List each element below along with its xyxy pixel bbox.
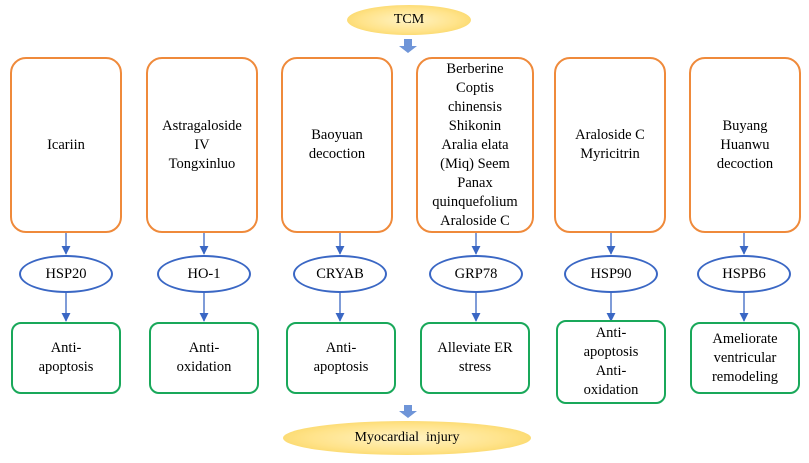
effect-label: Alleviate ER stress — [437, 340, 513, 375]
effect-box-col2: Anti- oxidation — [149, 322, 259, 394]
compound-box-baoyuan: Baoyuan decoction — [281, 57, 393, 233]
effect-box-col3: Anti- apoptosis — [286, 322, 396, 394]
top-down-arrow-icon — [399, 39, 417, 53]
compound-label: Astragaloside IV Tongxinluo — [162, 117, 242, 172]
compound-box-berberine: Berberine Coptis chinensis Shikonin Aral… — [416, 57, 534, 233]
protein-node-cryab: CRYAB — [293, 255, 387, 293]
protein-label: HSP90 — [590, 265, 632, 282]
effect-box-col1: Anti- apoptosis — [11, 322, 121, 394]
protein-label: CRYAB — [316, 265, 364, 282]
protein-node-ho1: HO-1 — [157, 255, 251, 293]
compound-box-astragaloside: Astragaloside IV Tongxinluo — [146, 57, 258, 233]
compound-box-icariin: Icariin — [10, 57, 122, 233]
effect-label: Anti- apoptosis — [313, 340, 369, 375]
effect-label: Anti- oxidation — [176, 340, 232, 375]
effect-box-col5: Anti- apoptosis Anti- oxidation — [556, 320, 666, 404]
effect-label: Ameliorate ventricular remodeling — [711, 330, 779, 385]
effect-label: Anti- apoptosis Anti- oxidation — [583, 325, 639, 398]
effect-box-col4: Alleviate ER stress — [420, 322, 530, 394]
tcm-label: TCM — [393, 12, 425, 27]
compound-label: Baoyuan decoction — [308, 127, 366, 162]
protein-node-grp78: GRP78 — [429, 255, 523, 293]
myocardial-injury-node: Myocardial injury — [283, 421, 531, 455]
compound-label: Berberine Coptis chinensis Shikonin Aral… — [432, 60, 518, 229]
compound-label: Icariin — [47, 136, 85, 153]
tcm-node: TCM — [347, 5, 471, 35]
protein-node-hsp90: HSP90 — [564, 255, 658, 293]
compound-box-buyang: Buyang Huanwu decoction — [689, 57, 801, 233]
protein-node-hspb6: HSPB6 — [697, 255, 791, 293]
myocardial-injury-label: Myocardial injury — [354, 430, 460, 445]
protein-label: HO-1 — [187, 265, 221, 282]
compound-label: Buyang Huanwu decoction — [716, 117, 774, 172]
bottom-down-arrow-icon — [399, 405, 417, 418]
compound-box-araloside: Araloside C Myricitrin — [554, 57, 666, 233]
compound-label: Araloside C Myricitrin — [575, 127, 645, 162]
effect-label: Anti- apoptosis — [38, 340, 94, 375]
protein-node-hsp20: HSP20 — [19, 255, 113, 293]
effect-box-col6: Ameliorate ventricular remodeling — [690, 322, 800, 394]
protein-label: HSP20 — [45, 265, 87, 282]
protein-label: HSPB6 — [722, 265, 766, 282]
protein-label: GRP78 — [454, 265, 498, 282]
